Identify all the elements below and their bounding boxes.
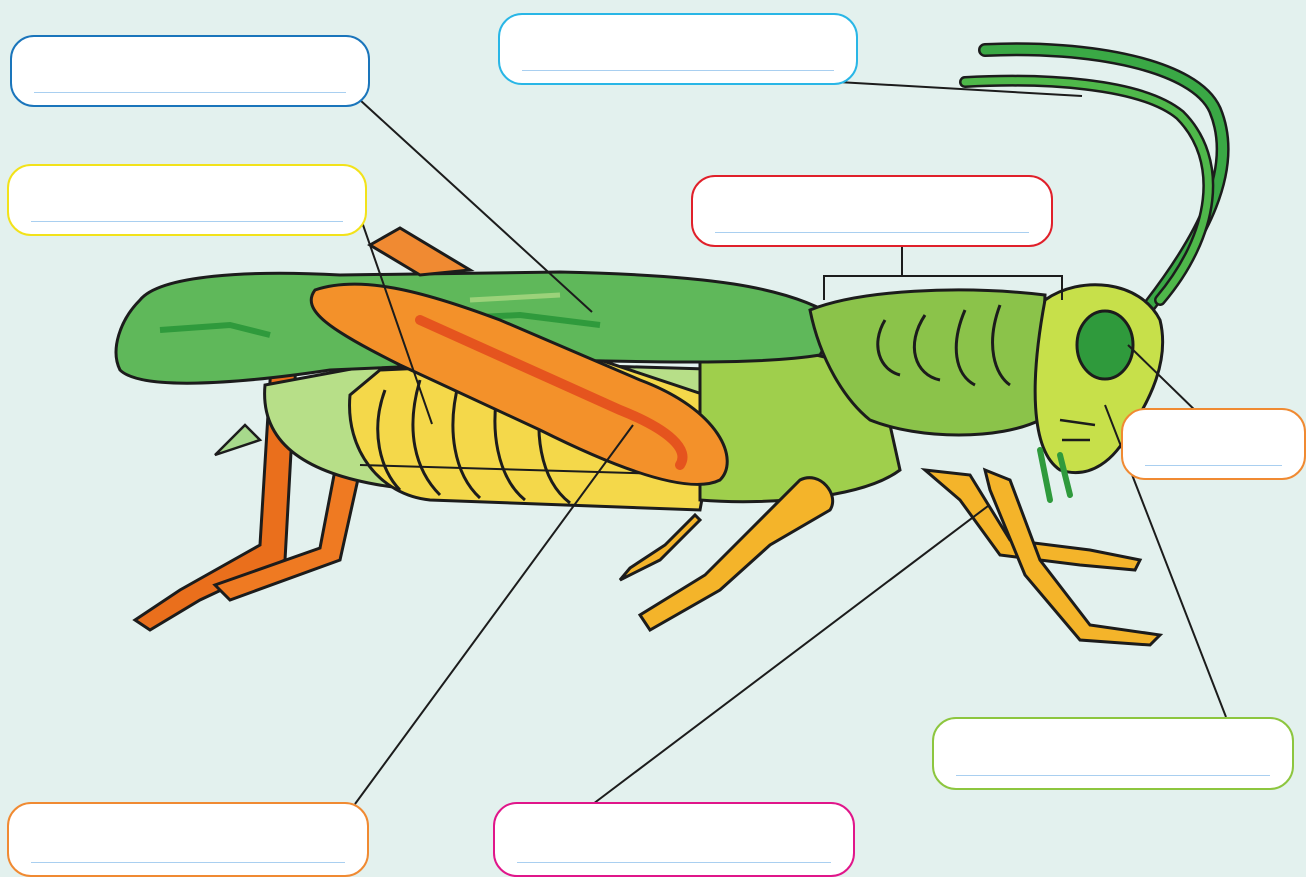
label-input-front-leg[interactable] xyxy=(517,818,831,859)
answer-line xyxy=(31,862,345,863)
label-box-hind-leg[interactable] xyxy=(7,802,369,877)
answer-line xyxy=(956,775,1270,776)
eye xyxy=(1077,311,1133,379)
label-input-abdomen[interactable] xyxy=(31,180,343,218)
label-input-head-thorax[interactable] xyxy=(715,191,1029,229)
label-box-abdomen[interactable] xyxy=(7,164,367,236)
answer-line xyxy=(715,232,1029,233)
label-box-eye[interactable] xyxy=(1121,408,1306,480)
label-box-wing[interactable] xyxy=(10,35,370,107)
label-input-hind-leg[interactable] xyxy=(31,818,345,859)
answer-line xyxy=(1145,465,1282,466)
label-box-antenna[interactable] xyxy=(498,13,858,85)
pointer-line-front-leg xyxy=(593,506,988,804)
label-input-antenna[interactable] xyxy=(522,29,834,67)
label-box-mouth[interactable] xyxy=(932,717,1294,790)
answer-line xyxy=(34,92,346,93)
label-input-eye[interactable] xyxy=(1145,424,1282,462)
label-box-front-leg[interactable] xyxy=(493,802,855,877)
label-input-mouth[interactable] xyxy=(956,733,1270,772)
label-input-wing[interactable] xyxy=(34,51,346,89)
wing-tip xyxy=(370,228,470,275)
answer-line xyxy=(522,70,834,71)
answer-line xyxy=(31,221,343,222)
label-box-head-thorax[interactable] xyxy=(691,175,1053,247)
answer-line xyxy=(517,862,831,863)
cercus xyxy=(215,425,260,455)
